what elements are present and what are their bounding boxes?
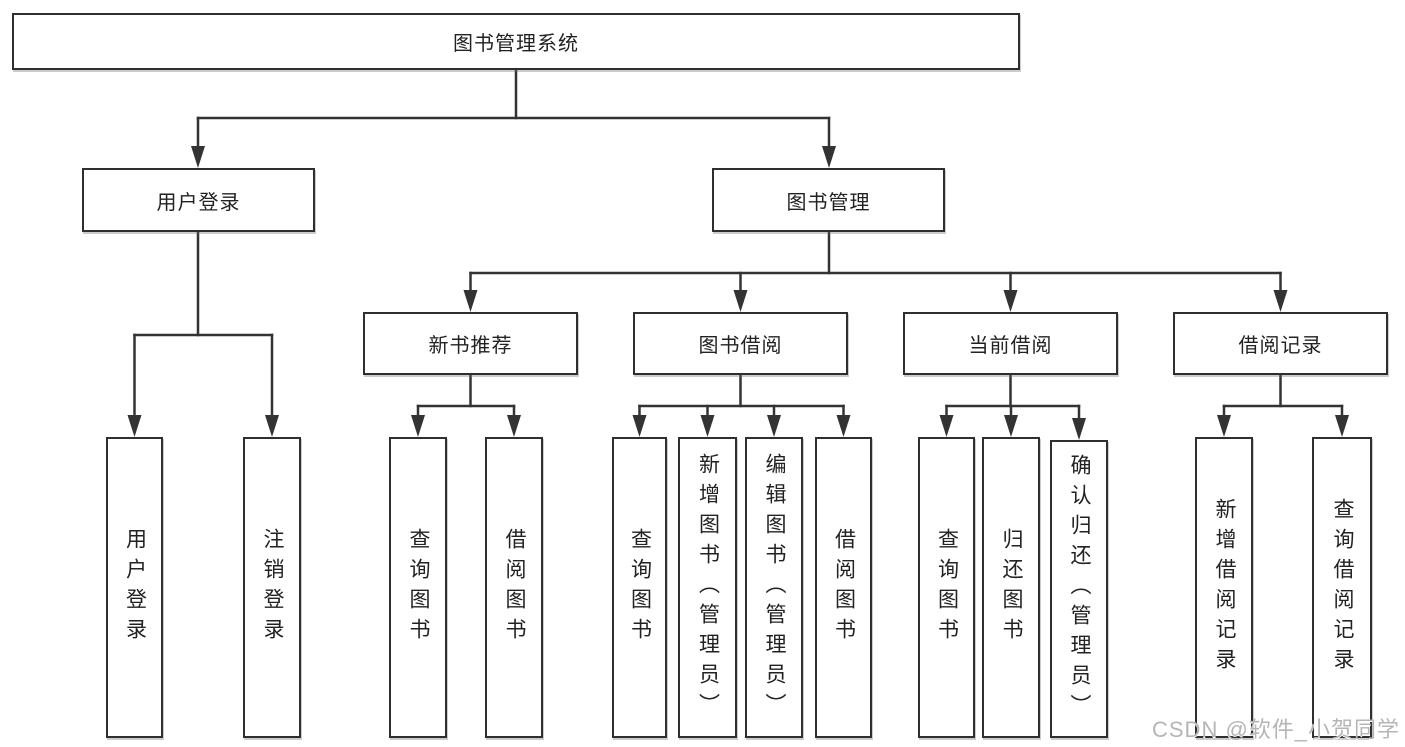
node-label: 当前借阅 [968,335,1053,357]
node-bb-add-books-admin: 新增图书（管理员） [678,437,737,738]
node-bb-borrow-books: 借阅图书 [815,437,872,738]
node-cb-return-books: 归还图书 [982,437,1040,738]
node-label: 借阅记录 [1238,335,1323,357]
node-nbr-query-books: 查询图书 [389,437,447,738]
node-label: 用户登录 [123,527,147,648]
node-label: 查询借阅记录 [1331,497,1355,678]
node-book-borrowing: 图书借阅 [633,312,848,375]
node-borrowing-records: 借阅记录 [1173,312,1388,375]
node-label: 确认归还（管理员） [1068,454,1092,724]
node-label: 归还图书 [1000,527,1024,648]
node-cb-query-books: 查询图书 [918,437,975,738]
node-label: 借阅图书 [832,527,856,648]
node-label: 查询图书 [935,527,959,648]
node-label: 注销登录 [261,527,285,648]
node-label: 查询图书 [628,527,652,648]
node-label: 编辑图书（管理员） [763,452,787,723]
node-nbr-borrow-books: 借阅图书 [485,437,543,738]
node-label: 新增借阅记录 [1213,497,1237,678]
node-cb-confirm-return-admin: 确认归还（管理员） [1050,440,1108,738]
node-label: 借阅图书 [503,527,527,648]
node-library-management-system: 图书管理系统 [12,13,1020,70]
node-label: 新书推荐 [428,335,513,357]
node-user-login: 用户登录 [82,168,315,232]
node-login: 用户登录 [106,437,163,738]
node-new-book-recommend: 新书推荐 [363,312,578,375]
node-current-borrowing: 当前借阅 [903,312,1118,375]
node-label: 查询图书 [407,527,431,648]
node-bb-query-books: 查询图书 [612,437,667,738]
node-label: 用户登录 [156,191,241,214]
node-bb-edit-books-admin: 编辑图书（管理员） [745,437,803,738]
node-br-query-record: 查询借阅记录 [1312,437,1372,738]
node-label: 新增图书（管理员） [696,452,720,723]
node-label: 图书管理 [786,191,871,214]
node-book-management: 图书管理 [712,168,945,232]
watermark: CSDN @软件_小贺同学 [1152,717,1401,742]
node-br-add-record: 新增借阅记录 [1195,437,1253,738]
node-label: 图书借阅 [698,335,783,357]
node-logout: 注销登录 [243,437,301,738]
node-label: 图书管理系统 [453,33,579,55]
